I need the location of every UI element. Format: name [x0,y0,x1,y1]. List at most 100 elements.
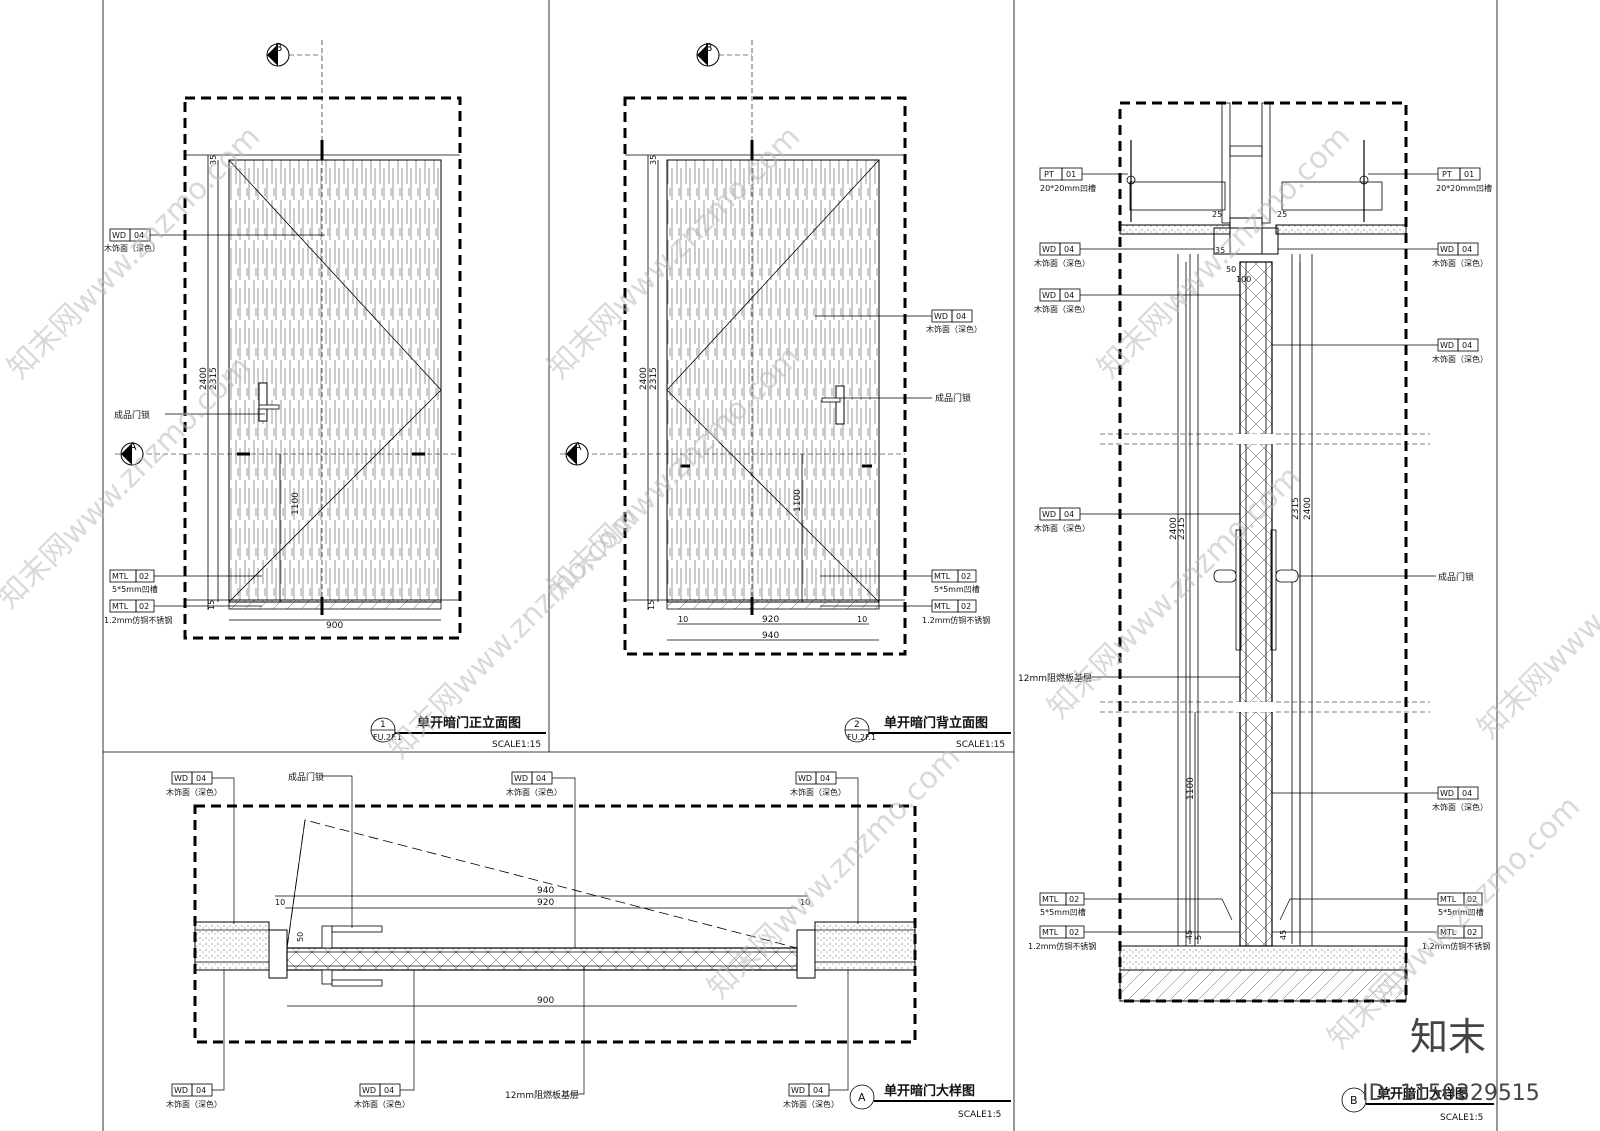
svg-text:WD: WD [1440,341,1454,350]
svg-text:SCALE1:15: SCALE1:15 [492,740,541,750]
svg-text:木饰面（深色）: 木饰面（深色） [1432,258,1488,268]
svg-text:04: 04 [820,774,830,783]
svg-text:1.2mm仿铜不锈钢: 1.2mm仿铜不锈钢 [1422,941,1490,951]
door-leaf-back [666,159,880,603]
title-plan-detail: 单开暗门大样图 [884,1083,975,1099]
svg-text:SCALE1:5: SCALE1:5 [1440,1113,1483,1123]
svg-text:45: 45 [1279,930,1288,940]
svg-text:25: 25 [1277,210,1287,219]
dim-900: 900 [326,621,343,631]
svg-text:940: 940 [537,886,554,896]
svg-text:02: 02 [1069,895,1079,904]
svg-text:WD: WD [1440,789,1454,798]
svg-text:MTL: MTL [934,572,951,581]
svg-text:WD: WD [1042,510,1056,519]
svg-text:PT: PT [1044,170,1054,179]
svg-text:知末网www.znzmo.com: 知末网www.znzmo.com [1,119,267,385]
svg-text:2315: 2315 [649,367,659,390]
svg-text:900: 900 [537,996,554,1006]
svg-text:SCALE1:15: SCALE1:15 [956,740,1005,750]
svg-text:WD: WD [1042,291,1056,300]
svg-text:02: 02 [139,572,149,581]
svg-text:02: 02 [961,602,971,611]
svg-text:2315: 2315 [1177,517,1187,540]
svg-text:MTL: MTL [1440,895,1457,904]
svg-text:木饰面（深色）: 木饰面（深色） [783,1099,839,1109]
svg-text:成品门锁: 成品门锁 [288,771,324,783]
svg-text:成品门锁: 成品门锁 [114,409,150,421]
svg-text:12mm阻燃板基层: 12mm阻燃板基层 [1018,672,1092,684]
title-front-elevation: 单开暗门正立面图 [417,715,521,731]
svg-text:04: 04 [536,774,546,783]
svg-text:50: 50 [1226,265,1236,274]
tag-lock-front: 成品门锁 [114,409,265,421]
tag-board-b: 12mm阻燃板基层 [1018,672,1240,684]
svg-text:02: 02 [1467,928,1477,937]
svg-text:木饰面（深色）: 木饰面（深色） [166,787,222,797]
lever-handle-icon [331,925,383,933]
svg-text:04: 04 [1064,510,1074,519]
knob-icon [1213,569,1237,583]
svg-text:04: 04 [956,312,966,321]
svg-text:木饰面（深色）: 木饰面（深色） [926,324,982,334]
svg-text:木饰面（深色）: 木饰面（深色） [1034,304,1090,314]
title-block-2: 2 FU.2F.1 单开暗门背立面图 SCALE1:15 [844,715,1011,750]
svg-text:02: 02 [1467,895,1477,904]
svg-text:04: 04 [1462,245,1472,254]
detail-boundary-2 [623,96,907,656]
section-marker-b: B [266,41,322,67]
door-leaf-plan [286,947,798,971]
door-lock-icon-back [835,385,845,425]
svg-text:成品门锁: 成品门锁 [935,392,971,404]
title-block-a: A 单开暗门大样图 SCALE1:5 [849,1083,1011,1120]
asset-id: ID: 1150329515 [1362,1081,1540,1106]
svg-text:20*20mm凹槽: 20*20mm凹槽 [1436,183,1492,193]
svg-text:5*5mm凹槽: 5*5mm凹槽 [934,584,980,594]
svg-text:920: 920 [537,898,554,908]
svg-text:MTL: MTL [1042,928,1059,937]
svg-text:成品门锁: 成品门锁 [1438,571,1474,583]
svg-text:940: 940 [762,631,779,641]
svg-text:10: 10 [800,898,810,907]
svg-text:WD: WD [362,1086,376,1095]
svg-text:MTL: MTL [112,572,129,581]
svg-text:04: 04 [196,1086,206,1095]
tag-lock-back: 成品门锁 [840,392,971,404]
svg-text:04: 04 [1462,341,1472,350]
svg-text:04: 04 [813,1086,823,1095]
svg-text:1100: 1100 [793,489,803,512]
svg-text:木饰面（深色）: 木饰面（深色） [1034,523,1090,533]
svg-text:35: 35 [649,155,658,165]
svg-text:MTL: MTL [1440,928,1457,937]
svg-text:木饰面（深色）: 木饰面（深色） [790,787,846,797]
svg-text:5: 5 [1194,935,1203,940]
dim-2315: 2315 [209,367,219,390]
dim-1100: 1100 [291,492,301,515]
door-lock-icon [258,382,268,422]
svg-text:5*5mm凹槽: 5*5mm凹槽 [112,584,158,594]
tag-lock-a: 成品门锁 [288,771,353,928]
svg-text:木饰面（深色）: 木饰面（深色） [166,1099,222,1109]
svg-text:A: A [129,440,137,453]
section-marker-b2: B [696,41,752,67]
detail-boundary [183,96,462,640]
svg-text:12mm阻燃板基层: 12mm阻燃板基层 [505,1089,579,1101]
svg-text:20*20mm凹槽: 20*20mm凹槽 [1040,183,1096,193]
title-section-detail: 单开暗门大样图 [1377,1086,1468,1102]
svg-text:100: 100 [1236,275,1251,284]
svg-text:木饰面（深色）: 木饰面（深色） [1034,258,1090,268]
svg-text:2400: 2400 [639,367,649,390]
